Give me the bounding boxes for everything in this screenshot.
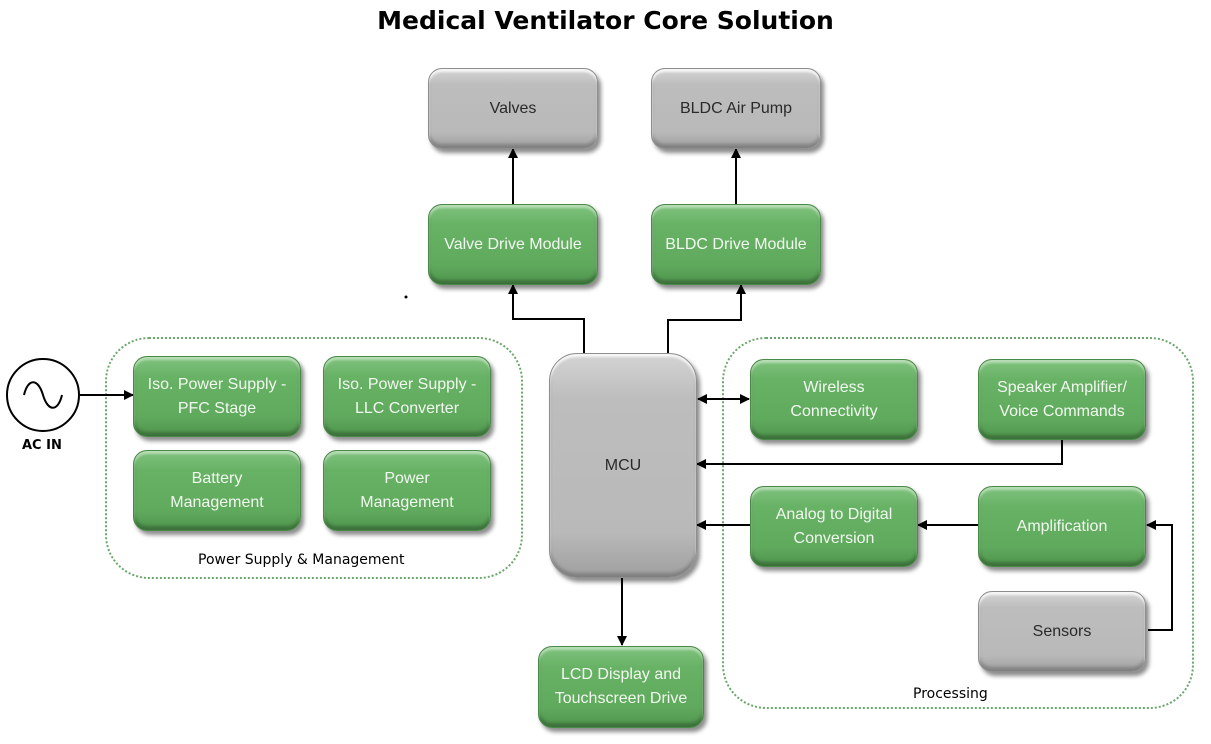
llc-line-2: LLC Converter <box>354 399 460 417</box>
pfc-line-2: PFC Stage <box>177 399 257 417</box>
power-mgmt-line-2: Management <box>360 493 454 511</box>
ac-sine-source-icon <box>6 358 80 432</box>
arrow-speaker-to-mcu <box>696 440 1063 469</box>
valves-label: Valves <box>489 99 537 117</box>
stray-dot <box>404 295 408 299</box>
wireless-line-1: Wireless <box>803 378 865 396</box>
pfc-stage-block: Iso. Power Supply - PFC Stage <box>133 356 301 437</box>
valve-drive-module-label: Valve Drive Module <box>444 235 582 253</box>
arrow-mcu-to-bldc-drive <box>667 284 746 353</box>
bldc-drive-module-label: BLDC Drive Module <box>665 235 807 253</box>
bldc-air-pump-block: BLDC Air Pump <box>651 68 821 149</box>
arrow-sensors-to-amplification <box>1146 520 1173 631</box>
processing-group <box>722 337 1194 709</box>
speaker-line-1: Speaker Amplifier/ <box>997 378 1127 396</box>
amplification-label: Amplification <box>1016 517 1108 535</box>
bldc-drive-module-block: BLDC Drive Module <box>651 204 821 285</box>
battery-line-1: Battery <box>191 469 243 487</box>
arrow-mcu-to-valve-drive <box>508 284 585 353</box>
sensors-label: Sensors <box>1032 622 1092 640</box>
wireless-line-2: Connectivity <box>790 402 878 420</box>
llc-converter-block: Iso. Power Supply - LLC Converter <box>323 356 491 437</box>
valves-block: Valves <box>428 68 598 149</box>
power-supply-group <box>105 337 523 579</box>
diagram-title: Medical Ventilator Core Solution <box>377 6 834 35</box>
mcu-label: MCU <box>604 456 642 474</box>
pfc-line-1: Iso. Power Supply - <box>147 375 287 393</box>
ac-in-label: AC IN <box>22 438 62 453</box>
adc-line-2: Conversion <box>793 529 875 547</box>
mcu-block: MCU <box>549 353 697 578</box>
speaker-amplifier-block: Speaker Amplifier/Voice Commands <box>978 359 1146 440</box>
sensors-block: Sensors <box>978 591 1146 672</box>
amplification-block: Amplification <box>978 486 1146 567</box>
power-supply-group-label: Power Supply & Management <box>198 552 405 568</box>
lcd-line-1: LCD Display and <box>560 666 682 683</box>
processing-group-label: Processing <box>913 686 988 702</box>
bldc-air-pump-label: BLDC Air Pump <box>679 99 793 117</box>
lcd-line-2: Touchscreen Drive <box>554 690 688 707</box>
adc-line-1: Analog to Digital <box>775 505 893 523</box>
speaker-line-2: Voice Commands <box>999 402 1125 420</box>
battery-line-2: Management <box>170 493 264 511</box>
llc-line-1: Iso. Power Supply - <box>337 375 477 393</box>
valve-drive-module-block: Valve Drive Module <box>428 204 598 285</box>
power-mgmt-line-1: Power <box>384 469 430 487</box>
